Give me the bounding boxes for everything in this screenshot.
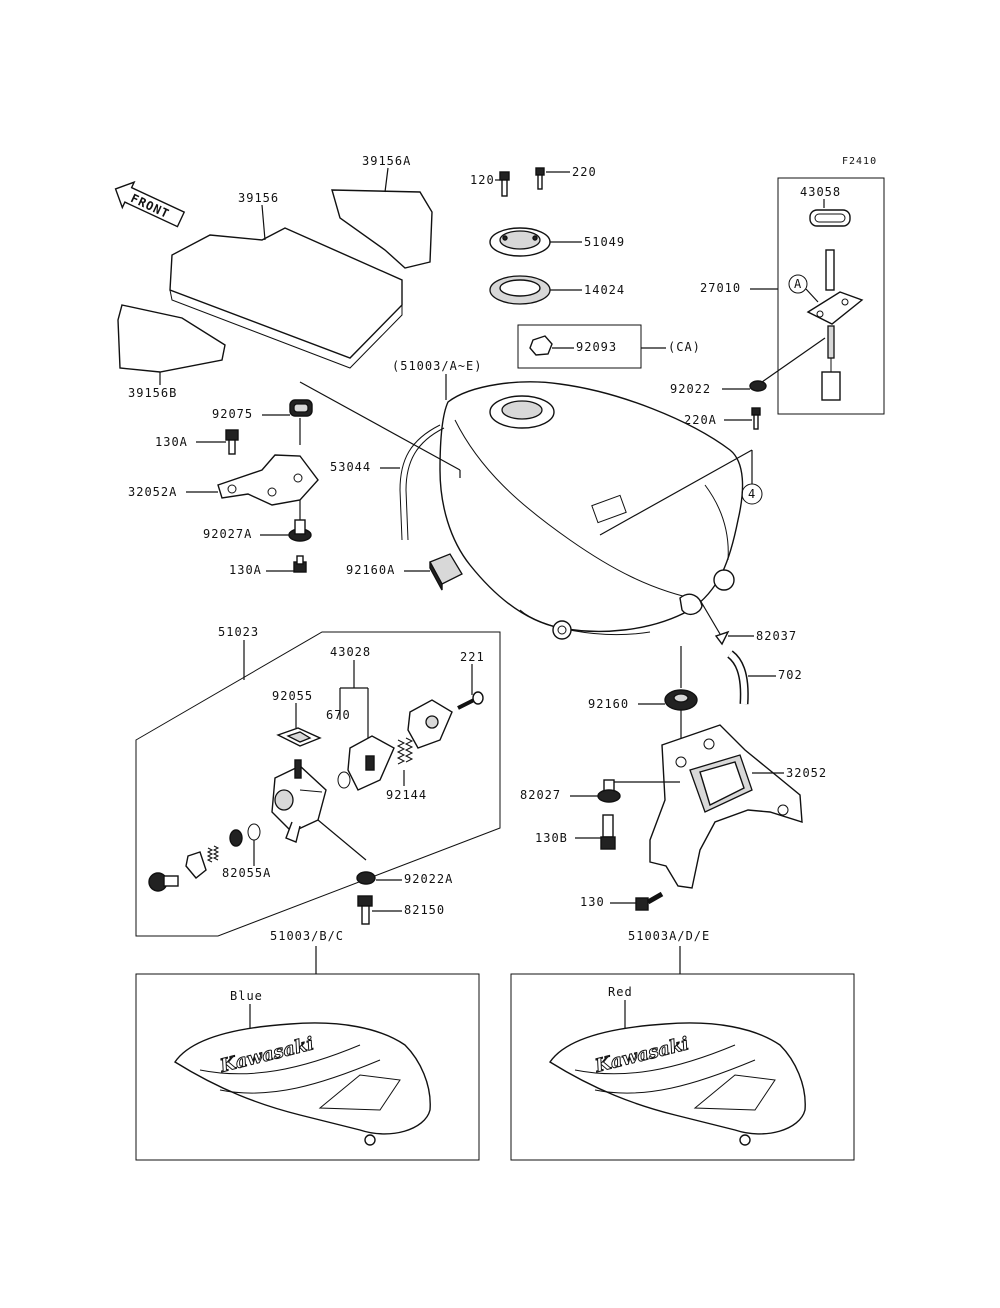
bolt-130	[635, 891, 664, 911]
label-82027: 82027	[520, 788, 561, 802]
label-51003ADE: 51003A/D/E	[628, 929, 710, 943]
box-92093	[517, 324, 642, 369]
bolt-130B	[600, 814, 616, 850]
label-39156: 39156	[238, 191, 279, 205]
label-51003BC: 51003/B/C	[270, 929, 344, 943]
collar-82027	[597, 779, 621, 803]
label-43058: 43058	[800, 185, 841, 199]
label-670: 670	[326, 708, 351, 722]
grommet-92022A	[356, 871, 376, 885]
bolt-220	[535, 167, 545, 190]
label-32052A: 32052A	[128, 485, 177, 499]
label-221: 221	[460, 650, 485, 664]
label-51023: 51023	[218, 625, 259, 639]
plate-43028	[347, 735, 395, 791]
box-51003BC	[135, 973, 480, 1161]
fuel-tank	[439, 381, 744, 640]
box-51023	[135, 631, 501, 937]
box-51003ADE	[510, 973, 855, 1161]
gasket-92055	[276, 727, 322, 747]
label-14024: 14024	[584, 283, 625, 297]
gasket-43058	[809, 209, 851, 227]
label-220: 220	[572, 165, 597, 179]
oring-670	[337, 771, 351, 789]
damper-92160	[664, 689, 698, 711]
label-92160: 92160	[588, 697, 629, 711]
label-tank-ref: (51003/A~E)	[392, 359, 482, 373]
label-27010: 27010	[700, 281, 741, 295]
label-82055A: 82055A	[222, 866, 271, 880]
label-39156B: 39156B	[128, 386, 177, 400]
label-92027A: 92027A	[203, 527, 252, 541]
label-ca: (CA)	[668, 340, 701, 354]
label-130A-top: 130A	[155, 435, 188, 449]
fuel-gauge-27010	[806, 249, 864, 401]
grommet-92022	[749, 380, 767, 392]
label-220A: 220A	[684, 413, 717, 427]
label-92022: 92022	[670, 382, 711, 396]
screw-221	[457, 691, 484, 710]
label-92075: 92075	[212, 407, 253, 421]
gasket-14024	[489, 275, 551, 305]
label-32052: 32052	[786, 766, 827, 780]
nut-92093	[529, 335, 553, 356]
seat-pad-39156	[169, 227, 403, 369]
label-51049: 51049	[584, 235, 625, 249]
collar-92027A	[288, 519, 312, 542]
bracket-32052A	[217, 454, 319, 506]
bolt-130A	[293, 555, 307, 573]
tank-blue: Kawasaki	[174, 1022, 431, 1146]
label-92022A: 92022A	[404, 872, 453, 886]
label-92160A: 92160A	[346, 563, 395, 577]
label-120: 120	[470, 173, 495, 187]
bolt-130A-top	[225, 429, 239, 455]
callout-A	[788, 274, 808, 294]
label-92055: 92055	[272, 689, 313, 703]
bolt-220A	[751, 407, 761, 430]
spring-92144	[396, 737, 414, 765]
box-27010	[777, 177, 885, 415]
label-82037: 82037	[756, 629, 797, 643]
figure-code: F2410	[842, 156, 877, 167]
label-82150: 82150	[404, 903, 445, 917]
diaphragm-cover	[407, 699, 453, 749]
fuel-cock-body	[271, 759, 327, 843]
label-43028: 43028	[330, 645, 371, 659]
label-92093: 92093	[576, 340, 617, 354]
bolt-120	[499, 171, 510, 197]
label-red: Red	[608, 985, 633, 999]
callout-4-label: 4	[748, 487, 756, 501]
label-130A: 130A	[229, 563, 262, 577]
clip-82037	[714, 630, 730, 646]
label-702: 702	[778, 668, 803, 682]
cap-51049	[489, 227, 551, 257]
valve-parts	[148, 823, 261, 892]
hose-702	[727, 650, 749, 705]
front-arrow-icon: FRONT	[114, 180, 186, 228]
hose-53044	[399, 424, 445, 541]
label-130B: 130B	[535, 831, 568, 845]
label-blue: Blue	[230, 989, 263, 1003]
screw-82150	[357, 895, 373, 925]
pad-92160A	[429, 553, 463, 591]
bracket-32052	[649, 724, 803, 889]
tank-red: Kawasaki	[549, 1022, 806, 1146]
label-39156A: 39156A	[362, 154, 411, 168]
label-53044: 53044	[330, 460, 371, 474]
label-130: 130	[580, 895, 605, 909]
damper-92075	[289, 399, 313, 417]
pad-39156B	[117, 304, 226, 373]
callout-A-label: A	[794, 277, 802, 291]
pad-39156A	[331, 189, 433, 269]
label-92144: 92144	[386, 788, 427, 802]
